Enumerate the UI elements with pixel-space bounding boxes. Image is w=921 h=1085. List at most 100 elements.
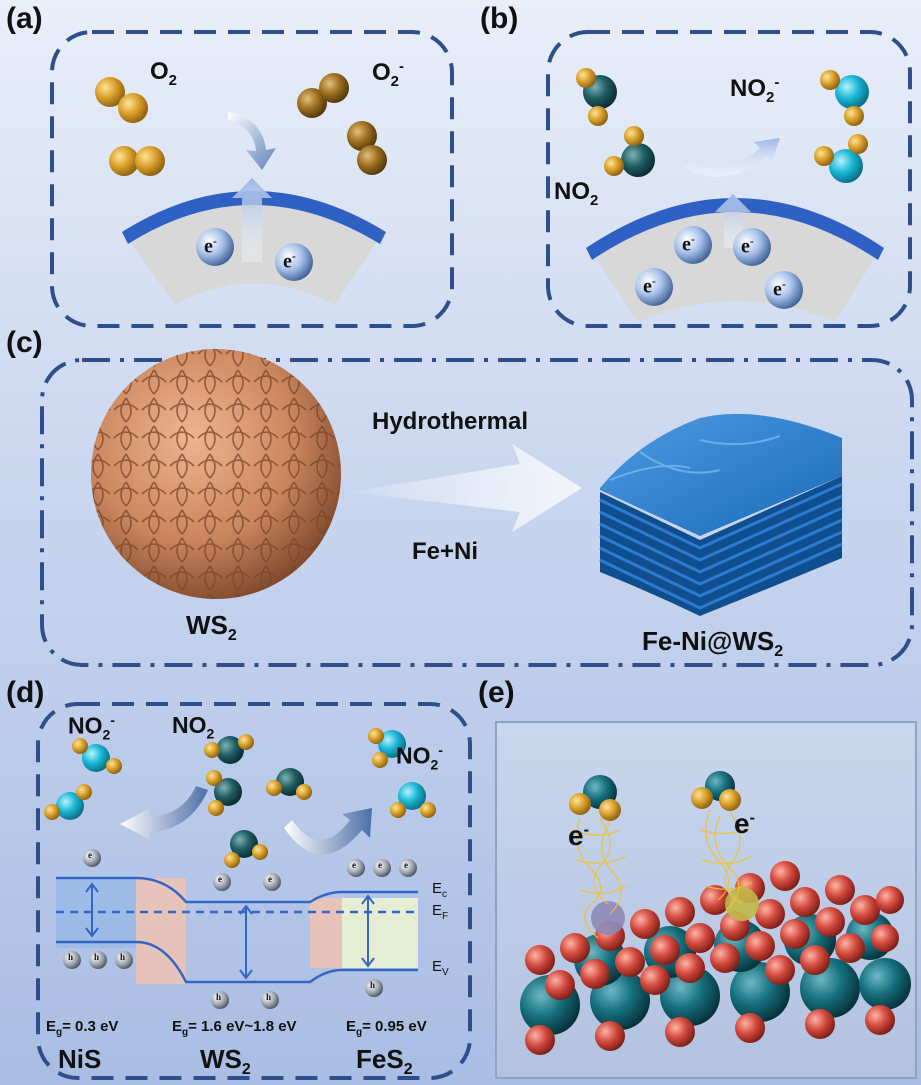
electron-label: e- (643, 274, 656, 298)
electron-label: e- (204, 234, 217, 258)
nis-label: NiS (58, 1044, 102, 1074)
o2-ion-label: O2- (372, 58, 405, 90)
no2-molecule (266, 768, 312, 800)
no2-molecule (224, 830, 268, 868)
no2-molecule (691, 771, 741, 811)
no2-ion-label: NO2- (396, 742, 443, 773)
bandgap-nis: Eg= 0.3 eV (46, 1018, 119, 1038)
electron-label-1: e- (568, 820, 589, 851)
electron (635, 268, 673, 306)
no2-label: NO2 (172, 712, 215, 742)
ws2-label: WS2 (186, 610, 237, 645)
panel-label-c: (c) (6, 326, 43, 359)
electron-label-2: e- (734, 808, 755, 839)
ws2-nanoflower (91, 349, 341, 599)
hole (89, 951, 107, 969)
reaction-arrow-right (284, 808, 372, 855)
reaction-arrow (684, 138, 780, 177)
ec-label: Ec (432, 880, 448, 900)
panel-label-e: (e) (478, 676, 515, 709)
panel-a-diagram (50, 30, 454, 328)
panel-c-diagram (40, 349, 914, 667)
electron-label: e- (283, 249, 296, 273)
o2-molecule (95, 77, 148, 123)
electron-label: e (404, 860, 408, 870)
electron (373, 859, 391, 877)
no2-ion-molecule (814, 134, 868, 183)
hole (63, 951, 81, 969)
panel-e-diagram (495, 721, 917, 1079)
no2-ion-molecule (72, 738, 122, 774)
no2-molecule (569, 775, 621, 821)
hole-label: h (120, 952, 126, 962)
valence-band (56, 940, 418, 984)
hole-label: h (216, 992, 222, 1002)
ef-label: EF (432, 902, 449, 922)
panel-b-border (546, 30, 912, 328)
reaction-arrow-left (120, 786, 208, 840)
ev-label: EV (432, 958, 449, 978)
electron (263, 873, 281, 891)
band-arc (122, 191, 386, 244)
no2-ion-molecule (368, 728, 406, 768)
electron-label: e (378, 860, 382, 870)
o2-ion-molecule (347, 121, 387, 175)
fe-ni-ws2-label: Fe-Ni@WS2 (642, 626, 784, 661)
no2-ion-molecule (820, 70, 869, 126)
hole-label: h (370, 980, 376, 990)
charge-transfer-cloud (571, 809, 753, 939)
no2-molecule (204, 734, 254, 764)
up-arrow (232, 178, 272, 262)
band-arc (586, 198, 884, 260)
electron (83, 849, 101, 867)
gap-arrow-ws2 (239, 904, 253, 980)
electron (399, 859, 417, 877)
hole-label: h (68, 952, 74, 962)
electron (765, 271, 803, 309)
electron (674, 226, 712, 264)
fe-ni-label: Fe+Ni (412, 538, 479, 565)
panel-c-border (40, 358, 914, 667)
fes2-region (342, 898, 418, 968)
no2-ion-label: NO2- (68, 712, 115, 743)
panel-label-b: (b) (480, 2, 519, 35)
no2-molecule (576, 68, 617, 126)
no2-ion-label: NO2- (730, 74, 780, 106)
electron-label: e (352, 860, 356, 870)
electron-label: e- (741, 234, 754, 258)
electron (347, 859, 365, 877)
gap-arrow-nis (85, 882, 99, 938)
no2-molecule (206, 770, 242, 816)
hole (115, 951, 133, 969)
panel-label-d: (d) (6, 676, 45, 709)
hole (211, 991, 229, 1009)
hole-label: h (94, 952, 100, 962)
panel-b-diagram (546, 30, 912, 328)
o2-ion-molecule (297, 73, 349, 118)
no2-molecule (604, 126, 655, 177)
ws2-label: WS2 (200, 1044, 251, 1079)
bandgap-fes2: Eg= 0.95 eV (346, 1018, 427, 1038)
ni-dopant (591, 901, 625, 935)
electron-label: e- (773, 277, 786, 301)
hole-label: h (266, 992, 272, 1002)
hole (365, 979, 383, 997)
gap-arrow-fes2 (361, 894, 375, 968)
fe-ni-ws2-block (599, 413, 843, 616)
electron-label: e (88, 850, 92, 860)
junction-right (310, 898, 342, 968)
no2-label: NO2 (554, 178, 599, 209)
electron (196, 228, 234, 266)
no2-ion-molecule (390, 782, 436, 818)
panel-label-a: (a) (6, 2, 43, 35)
hydrothermal-label: Hydrothermal (372, 408, 529, 435)
electron-label: e (268, 874, 272, 884)
fes2-label: FeS2 (356, 1044, 413, 1079)
electron-label: e- (682, 232, 695, 256)
synthesis-arrow (350, 444, 582, 532)
panel-d-diagram (36, 702, 472, 1080)
panel-a-border (50, 30, 454, 328)
o2-label: O2 (150, 58, 178, 89)
panel-d-border (36, 702, 472, 1080)
no2-ion-molecule (44, 784, 92, 820)
